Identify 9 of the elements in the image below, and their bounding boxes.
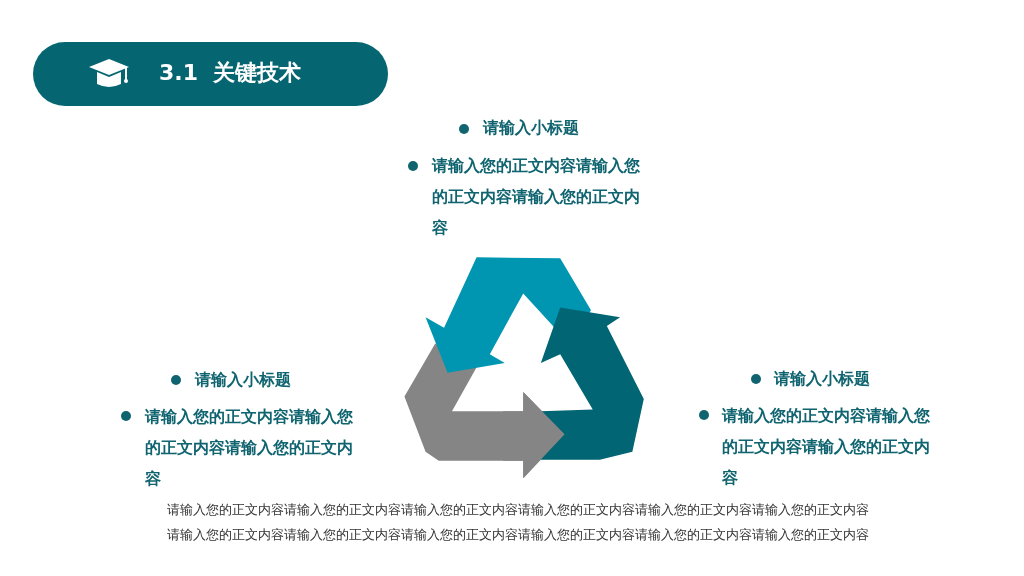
- body-text: 请输入您的正文内容请输入您的正文内容请输入您的正文内容: [722, 405, 931, 489]
- subheading: 请输入小标题: [195, 370, 291, 390]
- body-text: 请输入您的正文内容请输入您的正文内容请输入您的正文内容: [145, 406, 354, 490]
- footer-text: 请输入您的正文内容请输入您的正文内容请输入您的正文内容请输入您的正文内容请输入您的正文内容请输入您的正文内容: [167, 502, 869, 518]
- subheading: 请输入小标题: [483, 118, 579, 138]
- title-text: 3.1 关键技术: [159, 59, 302, 87]
- body-text: 请输入您的正文内容请输入您的正文内容请输入您的正文内容: [432, 155, 641, 239]
- footer-text: 请输入您的正文内容请输入您的正文内容请输入您的正文内容请输入您的正文内容请输入您的正文内容请输入您的正文内容: [167, 527, 869, 543]
- subheading: 请输入小标题: [774, 369, 870, 389]
